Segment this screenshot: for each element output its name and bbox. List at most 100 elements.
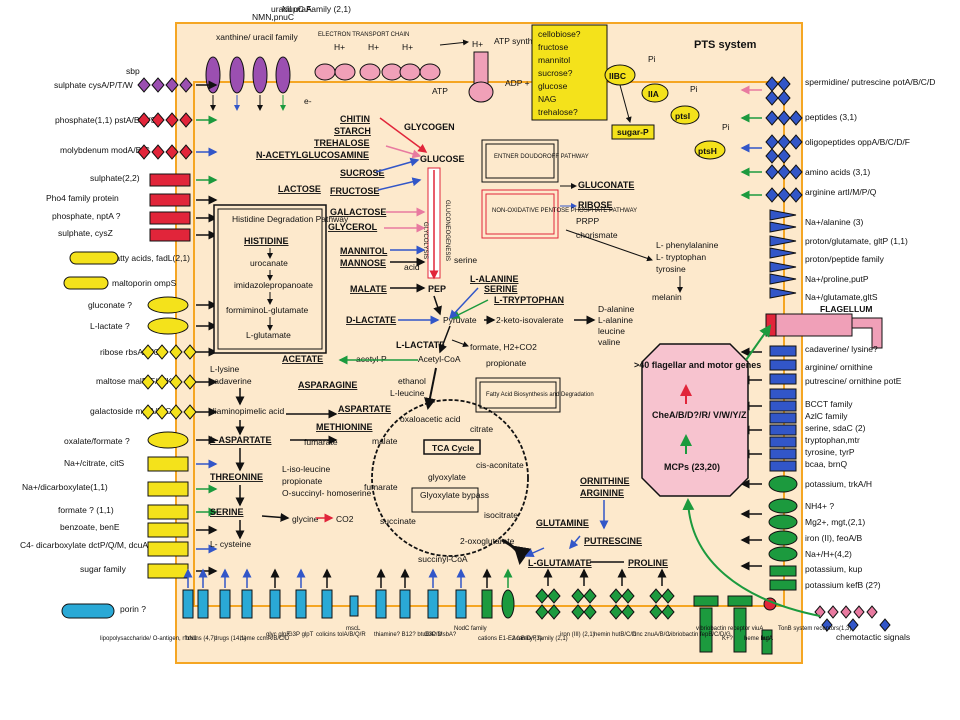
pi-1: Pi	[648, 54, 656, 64]
met-sucrose: SUCROSE	[340, 168, 385, 178]
met-ethanol: ethanol	[398, 376, 426, 386]
met-trehalose: TREHALOSE	[314, 138, 370, 148]
gluconeo-label: GLUCONEOGENESIS	[444, 200, 450, 261]
e-minus-label: e-	[304, 96, 312, 106]
bottom-label-15: zinc znuA/B/C	[632, 632, 670, 638]
amino-acid-arrows	[235, 388, 624, 563]
histidine-step-2: imidazolepropanoate	[234, 280, 313, 290]
left-label-7: sulphate, cysZ	[58, 228, 113, 238]
met-propionate: propionate	[486, 358, 526, 368]
met-prpp: PRPP	[576, 216, 599, 226]
glycolysis-label: GLYCOLYSIS	[422, 222, 428, 259]
sugar-2: mannitol	[538, 55, 570, 65]
met-lactose: LACTOSE	[278, 184, 321, 194]
right-label-16: serine, sdaC (2)	[805, 423, 866, 433]
met-propionate-2: propionate	[282, 476, 322, 486]
bottom-label-20: irgA	[762, 636, 773, 642]
sugar-0: cellobiose?	[538, 29, 581, 39]
left-label-15: oxalate/formate ?	[64, 436, 130, 446]
met-serine-2: serine	[454, 255, 477, 265]
bottom-label-19: heme hutA	[744, 636, 773, 642]
right-label-13: putrescine/ ornithine potE	[805, 376, 902, 386]
flagellar-octagon: >40 flagellar and motor genes CheA/B/D?/…	[634, 324, 821, 617]
pathway-boxes: ENTNER DOUDOROFF PATHWAY NON-OXIDATIVE P…	[475, 139, 637, 413]
histidine-step-1: urocanate	[250, 258, 288, 268]
met-nag: N-ACETYLGLUCOSAMINE	[256, 150, 369, 160]
right-label-26: potassium kefB (2?)	[805, 580, 881, 590]
right-label-14: BCCT family	[805, 399, 853, 409]
pi-2: Pi	[690, 84, 698, 94]
tca-glyoxylate: glyoxylate	[428, 472, 466, 482]
right-label-20: potassium, trkA/H	[805, 479, 872, 489]
nonox-box: NON-OXIDATIVE PENTOSE PHOSPHATE PATHWAY	[492, 208, 637, 214]
left-label-18: formate ? (1,1)	[58, 505, 114, 515]
met-pyruvate: Pyruvate	[443, 315, 477, 325]
bottom-label-5: G3P glpT	[288, 632, 314, 638]
bottom-label-14: hemin hutB/C/D	[594, 632, 637, 638]
met-2kiv: 2-keto-isovalerate	[496, 315, 564, 325]
top-label-1: NMN,pnuC	[252, 12, 294, 22]
h-plus-3: H+	[402, 42, 413, 52]
met-tyr: tyrosine	[656, 264, 686, 274]
met-l-lysine: L-lysine	[210, 364, 240, 374]
sugar-4: glucose	[538, 81, 568, 91]
bottom-label-17: vibriobactin receptor viuA	[696, 626, 763, 632]
right-label-24: Na+/H+(4,2)	[805, 549, 852, 559]
met-mannitol: MANNITOL	[340, 246, 388, 256]
right-label-11: cadaverine/ lysine?	[805, 344, 878, 354]
met-l-alanine-2: L-alanine	[598, 315, 633, 325]
met-l-aspartate: L-ASPARTATE	[210, 435, 272, 445]
bottom-label-12: AcrB/D/F family (2,1)	[512, 636, 568, 642]
met-cysteine: L- cysteine	[210, 539, 251, 549]
sugar-3: sucrose?	[538, 68, 573, 78]
right-label-23: iron (II), feoA/B	[805, 533, 862, 543]
pts-title: PTS system	[694, 39, 757, 51]
left-label-1: sulphate cysA/P/T/W	[54, 80, 133, 90]
left-label-19: benzoate, benE	[60, 522, 120, 532]
met-l-alanine: L-ALANINE	[470, 274, 519, 284]
bottom-label-21: TonB system receptors(1,3)	[778, 626, 851, 632]
met-trp: L- tryptophan	[656, 252, 706, 262]
right-label-27: chemotactic signals	[836, 632, 910, 642]
met-phe: L- phenylalanine	[656, 240, 719, 250]
met-threonine: THREONINE	[210, 472, 263, 482]
tca-cycle: TCA Cycle Glyoxylate bypass oxaloacetic …	[364, 399, 532, 565]
left-label-5: Pho4 family protein	[46, 193, 119, 203]
met-d-lactate: D-LACTATE	[346, 315, 396, 325]
met-acetyl-coa: Acetyl-CoA	[418, 354, 461, 364]
met-galactose: GALACTOSE	[330, 207, 386, 217]
met-melanin: melanin	[652, 292, 682, 302]
top-label-0: xanthine/ uracil family	[216, 32, 298, 42]
histidine-title: Histidine Degradation Pathway	[232, 214, 349, 224]
right-label-19: bcaa, brnQ	[805, 459, 847, 469]
left-label-2: phosphate(1,1) pstA/B/C/S	[55, 115, 156, 125]
etc-label: ELECTRON TRANSPORT CHAIN	[318, 32, 409, 38]
right-label-7: proton/peptide family	[805, 254, 885, 264]
met-formate: formate, H2+CO2	[470, 342, 537, 352]
tca-oaa: oxaloacetic acid	[400, 414, 461, 424]
sugar-1: fructose	[538, 42, 569, 52]
met-dap: diaminopimelic acid	[210, 406, 284, 416]
met-l-tryptophan: L-TRYPTOPHAN	[494, 295, 564, 305]
met-pep: PEP	[428, 284, 446, 294]
left-label-9: maltoporin ompS	[112, 278, 177, 288]
left-label-4: sulphate(2,2)	[90, 173, 140, 183]
pts-system: PTS system cellobiose? fructose mannitol…	[531, 24, 757, 160]
left-label-22: porin ?	[120, 604, 146, 614]
flagellar-genes: >40 flagellar and motor genes	[634, 360, 761, 370]
left-label-13: maltose malE/F/G/K	[96, 376, 172, 386]
pts-ptsh: ptsH	[698, 146, 717, 156]
histidine-step-0: HISTIDINE	[244, 236, 289, 246]
met-putrescine: PUTRESCINE	[584, 536, 642, 546]
met-gluconate: GLUCONATE	[578, 180, 634, 190]
met-co2: CO2	[336, 514, 354, 524]
met-l-lactate: L-LACTATE	[396, 340, 445, 350]
right-label-2: oligopeptides oppA/B/C/D/F	[805, 137, 910, 147]
bottom-label-1: toxins (4,7)	[186, 636, 216, 642]
met-l-leucine: L-leucine	[390, 388, 425, 398]
flagellar-che: CheA/B/D?/R/ V/W/Y/Z	[652, 410, 747, 420]
pts-ptsi: ptsI	[675, 111, 690, 121]
tca-title: TCA Cycle	[432, 443, 474, 453]
right-label-5: Na+/alanine (3)	[805, 217, 864, 227]
